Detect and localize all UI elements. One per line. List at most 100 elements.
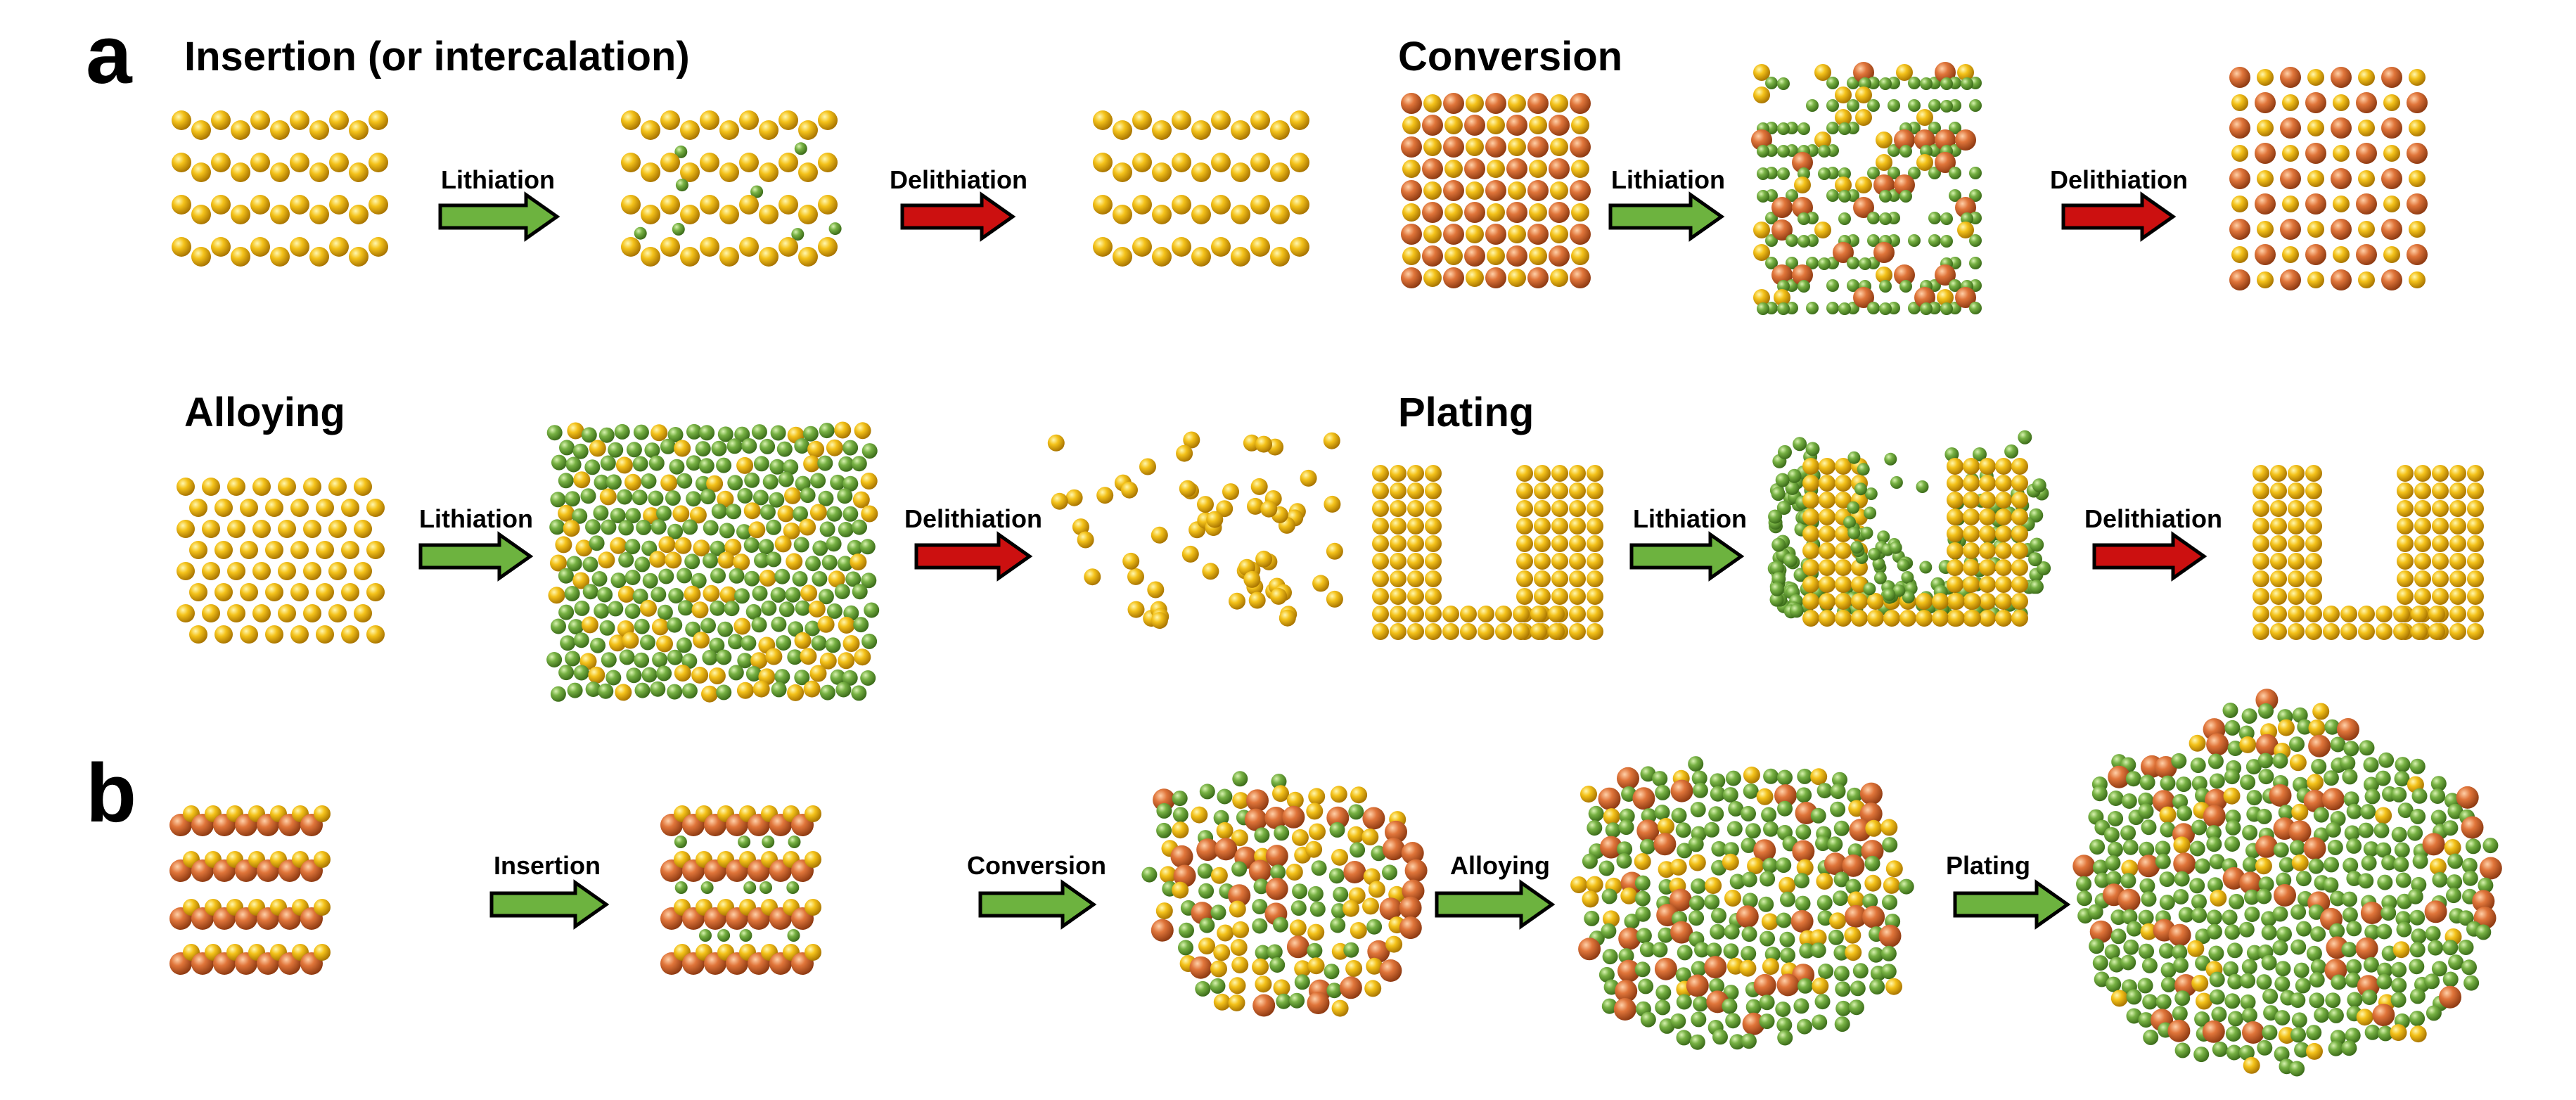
yellow-atom-icon — [1756, 788, 1774, 805]
yellow-atom-icon — [1835, 593, 1852, 610]
yellow-atom-icon — [1309, 823, 1326, 840]
green-atom-icon — [2094, 872, 2110, 888]
green-atom-icon — [1741, 1033, 1757, 1049]
yellow-atom-icon — [303, 478, 321, 496]
green-atom-icon — [710, 540, 726, 556]
yellow-atom-icon — [1286, 791, 1304, 809]
green-atom-icon — [2346, 871, 2362, 886]
green-atom-icon — [1640, 766, 1656, 782]
orange-atom-icon — [1246, 789, 1269, 812]
green-atom-icon — [1729, 1034, 1745, 1050]
orange-atom-icon — [1265, 845, 1288, 868]
green-atom-icon — [1879, 280, 1892, 293]
green-atom-icon — [568, 619, 584, 635]
yellow-atom-icon — [1516, 570, 1533, 587]
green-atom-icon — [1806, 302, 1819, 314]
yellow-atom-icon — [1937, 289, 1954, 306]
green-atom-icon — [681, 653, 698, 669]
green-atom-icon — [1329, 821, 1345, 838]
orange-atom-icon — [1792, 197, 1813, 218]
green-atom-icon — [589, 535, 605, 551]
green-atom-icon — [2155, 840, 2171, 857]
green-atom-icon — [2391, 786, 2407, 802]
yellow-atom-icon — [1113, 205, 1132, 224]
orange-atom-icon — [1753, 839, 1776, 862]
orange-atom-icon — [2255, 92, 2276, 113]
yellow-atom-icon — [1466, 225, 1484, 243]
yellow-atom-icon — [2255, 857, 2272, 875]
green-atom-icon — [1852, 963, 1869, 979]
yellow-atom-icon — [1152, 120, 1172, 140]
green-atom-icon — [2272, 906, 2288, 922]
green-atom-icon — [2018, 430, 2032, 445]
green-atom-icon — [2290, 1027, 2306, 1043]
yellow-atom-icon — [1113, 247, 1132, 267]
green-atom-icon — [2425, 926, 2441, 942]
green-atom-icon — [695, 475, 711, 492]
green-atom-icon — [667, 617, 683, 633]
yellow-atom-icon — [1802, 542, 1819, 559]
yellow-atom-icon — [250, 195, 270, 215]
yellow-atom-icon — [689, 506, 707, 524]
yellow-atom-icon — [1855, 109, 1872, 126]
orange-atom-icon — [2381, 168, 2402, 189]
yellow-atom-icon — [2467, 570, 2484, 587]
green-atom-icon — [634, 556, 651, 573]
yellow-atom-icon — [1753, 289, 1770, 306]
yellow-atom-icon — [2288, 535, 2305, 552]
yellow-atom-icon — [1084, 568, 1101, 586]
yellow-atom-icon — [1835, 475, 1852, 492]
yellow-atom-icon — [1845, 944, 1862, 961]
orange-atom-icon — [2303, 789, 2326, 812]
yellow-atom-icon — [2291, 803, 2309, 821]
green-atom-icon — [2289, 1061, 2305, 1077]
yellow-atom-icon — [2444, 839, 2461, 856]
orange-atom-icon — [2356, 92, 2377, 113]
orange-atom-icon — [1578, 938, 1601, 961]
green-atom-icon — [2227, 942, 2243, 959]
green-atom-icon — [1742, 893, 1758, 909]
green-atom-icon — [1350, 842, 1366, 858]
green-atom-icon — [1940, 212, 1953, 225]
green-atom-icon — [2362, 990, 2378, 1005]
green-atom-icon — [1777, 800, 1793, 817]
yellow-atom-icon — [2397, 535, 2414, 552]
green-atom-icon — [605, 474, 622, 490]
green-atom-icon — [2261, 954, 2277, 971]
yellow-atom-icon — [1753, 244, 1770, 261]
yellow-atom-icon — [717, 551, 735, 569]
green-atom-icon — [1231, 861, 1248, 877]
green-atom-icon — [1833, 871, 1850, 888]
yellow-atom-icon — [708, 667, 726, 684]
yellow-atom-icon — [1550, 225, 1568, 243]
yellow-atom-icon — [1586, 876, 1603, 893]
orange-atom-icon — [1853, 287, 1874, 308]
green-atom-icon — [1706, 942, 1722, 959]
orange-atom-icon — [1894, 174, 1915, 196]
green-atom-icon — [1847, 279, 1859, 292]
yellow-atom-icon — [2397, 482, 2414, 499]
green-atom-icon — [1797, 768, 1813, 784]
orange-atom-icon — [1570, 267, 1591, 288]
green-atom-icon — [584, 459, 601, 475]
green-atom-icon — [1798, 212, 1810, 225]
green-atom-icon — [2171, 753, 2187, 769]
orange-atom-icon — [1549, 202, 1570, 223]
green-atom-icon — [1799, 942, 1815, 959]
green-atom-icon — [1888, 99, 1900, 112]
yellow-atom-icon — [2291, 854, 2309, 871]
yellow-atom-icon — [366, 499, 385, 517]
green-atom-icon — [1899, 280, 1912, 293]
green-atom-icon — [1816, 895, 1833, 911]
yellow-atom-icon — [1551, 535, 1568, 552]
orange-atom-icon — [2269, 784, 2292, 807]
green-atom-icon — [1776, 1017, 1793, 1033]
yellow-atom-icon — [2277, 719, 2295, 736]
yellow-atom-icon — [778, 237, 798, 257]
green-atom-icon — [1141, 866, 1158, 883]
yellow-atom-icon — [2376, 606, 2392, 622]
orange-atom-icon — [1379, 897, 1402, 921]
yellow-atom-icon — [651, 618, 669, 636]
green-atom-icon — [1833, 945, 1850, 961]
orange-atom-icon — [1399, 916, 1422, 940]
